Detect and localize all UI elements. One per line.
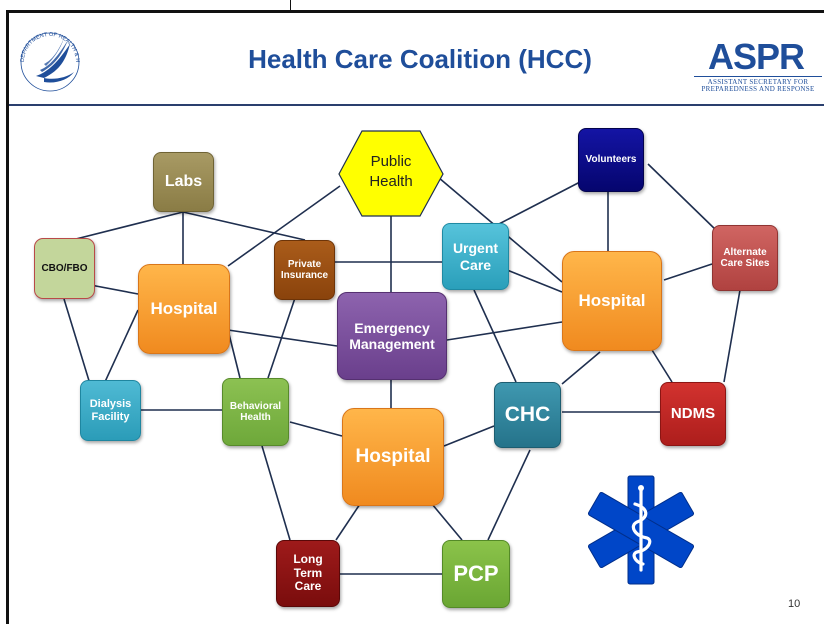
dialysis-facility-label-2: Facility — [91, 410, 130, 423]
labs-node: Labs — [153, 152, 214, 212]
private-insurance-label-1: Private — [287, 258, 322, 270]
long-term-care-node: Long Term Care — [276, 540, 340, 607]
public-health-label-1: Public — [371, 153, 412, 170]
chc-label: CHC — [504, 402, 551, 426]
dialysis-facility-node: Dialysis Facility — [80, 380, 141, 441]
urgent-care-label-2: Care — [459, 256, 492, 273]
urgent-care-label-1: Urgent — [452, 240, 499, 257]
aspr-logo-word: ASPR — [708, 36, 805, 77]
star-of-life-icon — [587, 475, 695, 585]
emergency-management-label-2: Management — [349, 336, 435, 352]
page-number: 10 — [788, 598, 801, 610]
volunteers-label: Volunteers — [585, 154, 637, 166]
slide-title: Health Care Coalition (HCC) — [248, 44, 592, 74]
top-marker-line — [290, 0, 291, 12]
behavioral-health-label-2: Health — [240, 412, 271, 423]
long-term-care-label-2: Term — [293, 565, 323, 580]
slide-frame — [6, 10, 824, 624]
ndms-label: NDMS — [670, 405, 716, 423]
emergency-management-node: Emergency Management — [337, 292, 447, 380]
public-health-label-2: Health — [369, 173, 412, 190]
behavioral-health-label-1: Behavioral — [229, 400, 282, 412]
pcp-node: PCP — [442, 540, 510, 608]
cbo-fbo-node: CBO/FBO — [34, 238, 95, 299]
header-divider — [9, 104, 824, 106]
hospital-center-label: Hospital — [355, 446, 431, 468]
long-term-care-label-1: Long — [293, 551, 323, 566]
labs-label: Labs — [164, 172, 203, 190]
private-insurance-label-2: Insurance — [280, 270, 329, 281]
alternate-care-sites-node: Alternate Care Sites — [712, 225, 778, 291]
long-term-care-label-3: Care — [294, 579, 322, 594]
eagle-icon — [36, 38, 74, 83]
aspr-logo-line2: PREPAREDNESS AND RESPONSE — [701, 85, 815, 93]
behavioral-health-node: Behavioral Health — [222, 378, 289, 446]
hospital-right-node: Hospital — [562, 251, 662, 351]
emergency-management-label-1: Emergency — [354, 319, 430, 336]
hospital-right-label: Hospital — [578, 291, 646, 311]
hospital-left-label: Hospital — [150, 299, 218, 319]
alternate-care-sites-label-1: Alternate — [723, 246, 767, 258]
hhs-logo: DEPARTMENT OF HEALTH & HUMAN SERVICES US… — [14, 24, 80, 92]
private-insurance-node: Private Insurance — [274, 240, 335, 300]
aspr-logo: ASPR ASSISTANT SECRETARY FOR PREPAREDNES… — [694, 36, 822, 94]
chc-node: CHC — [494, 382, 561, 448]
slide-header — [9, 13, 824, 105]
urgent-care-node: Urgent Care — [442, 223, 509, 290]
cbo-fbo-label: CBO/FBO — [41, 262, 88, 274]
volunteers-node: Volunteers — [578, 128, 644, 192]
pcp-label: PCP — [453, 561, 499, 587]
hospital-center-node: Hospital — [342, 408, 444, 506]
hospital-left-node: Hospital — [138, 264, 230, 354]
alternate-care-sites-label-2: Care Sites — [720, 258, 770, 269]
dialysis-facility-label-1: Dialysis — [89, 397, 132, 410]
ndms-node: NDMS — [660, 382, 726, 446]
aspr-logo-line1: ASSISTANT SECRETARY FOR — [694, 76, 822, 86]
